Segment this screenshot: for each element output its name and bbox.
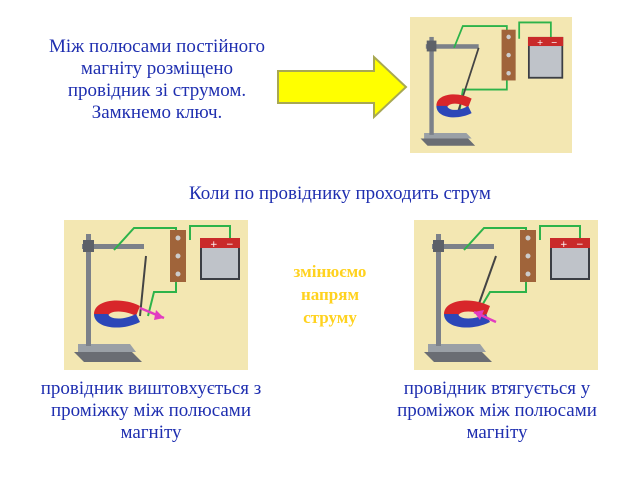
caption-line: проміжок між полюсами — [397, 400, 597, 421]
svg-text:+: + — [560, 240, 568, 250]
intro-line: Між полюсами постійного — [49, 36, 265, 57]
caption-line: магніту — [466, 422, 528, 443]
note-line: струму — [303, 308, 357, 327]
magnet-icon — [94, 300, 140, 328]
experiment-illustration-pulled-in: + − — [414, 220, 598, 370]
svg-text:+: + — [210, 240, 218, 250]
caption-line: провідник втягується у — [403, 378, 591, 399]
intro-line: провідник зі струмом. — [67, 80, 247, 101]
pushed-out-caption: провідник виштовхується з проміжку між п… — [16, 378, 286, 444]
intro-text: Між полюсами постійного магніту розміщен… — [22, 36, 292, 124]
switch-icon — [520, 230, 536, 282]
pulled-in-caption: провідник втягується у проміжок між полю… — [366, 378, 628, 444]
caption-line: провідник виштовхується з — [40, 378, 262, 399]
note-line: напрям — [300, 285, 360, 304]
svg-text:−: − — [226, 240, 234, 250]
magnet-icon — [444, 300, 490, 328]
stand-icon — [424, 234, 494, 362]
caption-line: магніту — [120, 422, 182, 443]
experiment-illustration-initial: + − — [410, 17, 572, 153]
switch-icon — [501, 29, 516, 81]
svg-text:+: + — [537, 38, 544, 47]
svg-text:−: − — [576, 240, 584, 250]
caption-line: проміжку між полюсами — [50, 400, 251, 421]
switch-icon — [170, 230, 186, 282]
force-arrow — [473, 310, 497, 324]
stand-icon — [420, 36, 479, 146]
stand-icon — [74, 234, 144, 362]
intro-line: Замкнемо ключ. — [91, 102, 223, 123]
svg-text:−: − — [551, 38, 558, 47]
right-arrow-icon — [274, 54, 410, 120]
note-line: змінюємо — [293, 262, 367, 281]
change-direction-note: змінюємо напрям струму — [270, 260, 390, 329]
experiment-illustration-pushed-out: + − — [64, 220, 248, 370]
battery-icon: + − — [550, 238, 590, 280]
magnet-icon — [436, 94, 472, 118]
battery-icon: + − — [527, 36, 564, 79]
intro-line: магніту розміщено — [80, 58, 234, 79]
battery-icon: + − — [200, 238, 240, 280]
current-flow-caption: Коли по провіднику проходить струм — [189, 183, 491, 204]
force-arrow — [139, 306, 165, 320]
